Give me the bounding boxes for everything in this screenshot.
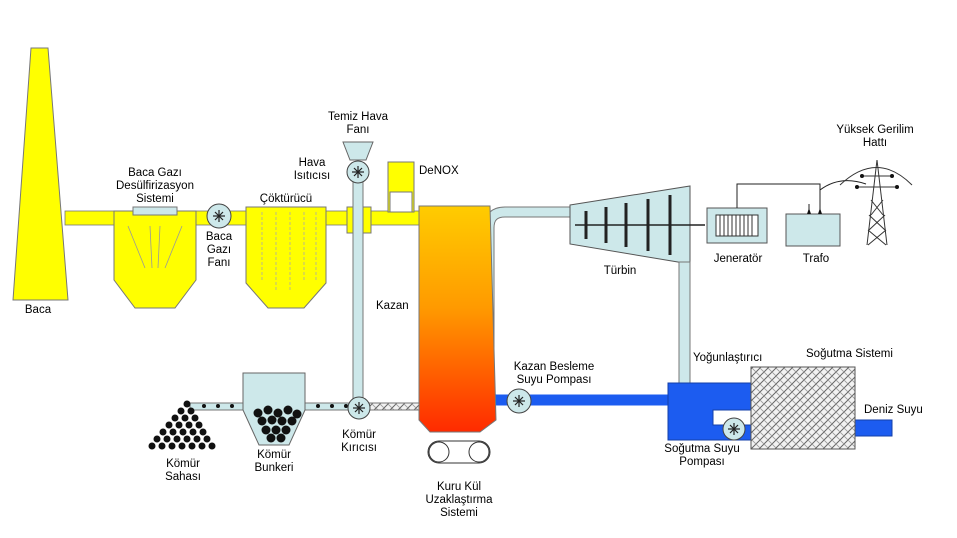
cooling-system <box>750 366 856 450</box>
pylon-icon <box>839 159 913 246</box>
sea-water-outlet <box>851 419 893 437</box>
precipitator <box>245 206 327 309</box>
label-kazan: Kazan <box>376 300 409 312</box>
condenser-pipe <box>678 261 691 385</box>
label-fresh-air-fan: Temiz Hava Fanı <box>327 111 389 136</box>
coal-pile-bunker <box>253 405 302 443</box>
label-cooling-pump: Soğutma Suyu Pompası <box>664 443 740 468</box>
chimney <box>12 47 69 301</box>
label-sea-water: Deniz Suyu <box>864 404 923 416</box>
label-cokturucu: Çöktürücü <box>259 193 313 205</box>
label-ash-removal: Kuru Kül Uzaklaştırma Sistemi <box>425 481 493 519</box>
desulfurization-unit <box>113 210 197 309</box>
transformer <box>785 213 841 247</box>
boiler <box>418 205 497 433</box>
air-intake <box>342 141 374 161</box>
label-denox: DeNOX <box>419 165 459 177</box>
steam-pipe <box>483 206 575 385</box>
coal-conveyor-3 <box>368 402 420 411</box>
label-turbin: Türbin <box>603 265 637 277</box>
label-desulfurization: Baca Gazı Desülfirizasyon Sistemi <box>116 167 194 205</box>
coal-conveyor-1 <box>189 402 251 411</box>
label-jenerator: Jeneratör <box>713 253 763 265</box>
label-cooling-system: Soğutma Sistemi <box>806 348 893 360</box>
label-flue-gas-fan: Baca Gazı Fanı <box>205 231 233 269</box>
label-air-heater: Hava Isıtıcısı <box>293 157 331 182</box>
label-trafo: Trafo <box>802 253 830 265</box>
label-coal-crusher: Kömür Kırıcısı <box>341 429 377 454</box>
label-baca: Baca <box>24 304 52 316</box>
label-high-voltage: Yüksek Gerilim Hattı <box>836 124 914 149</box>
label-coal-yard: Kömür Sahası <box>165 458 201 483</box>
coal-yard-pile <box>148 400 216 450</box>
label-condenser: Yoğunlaştırıcı <box>693 352 763 364</box>
air-duct <box>352 169 364 411</box>
label-coal-bunker: Kömür Bunkeri <box>254 449 294 474</box>
label-feedwater-pump: Kazan Besleme Suyu Pompası <box>513 361 595 386</box>
coal-bunker <box>242 372 306 446</box>
